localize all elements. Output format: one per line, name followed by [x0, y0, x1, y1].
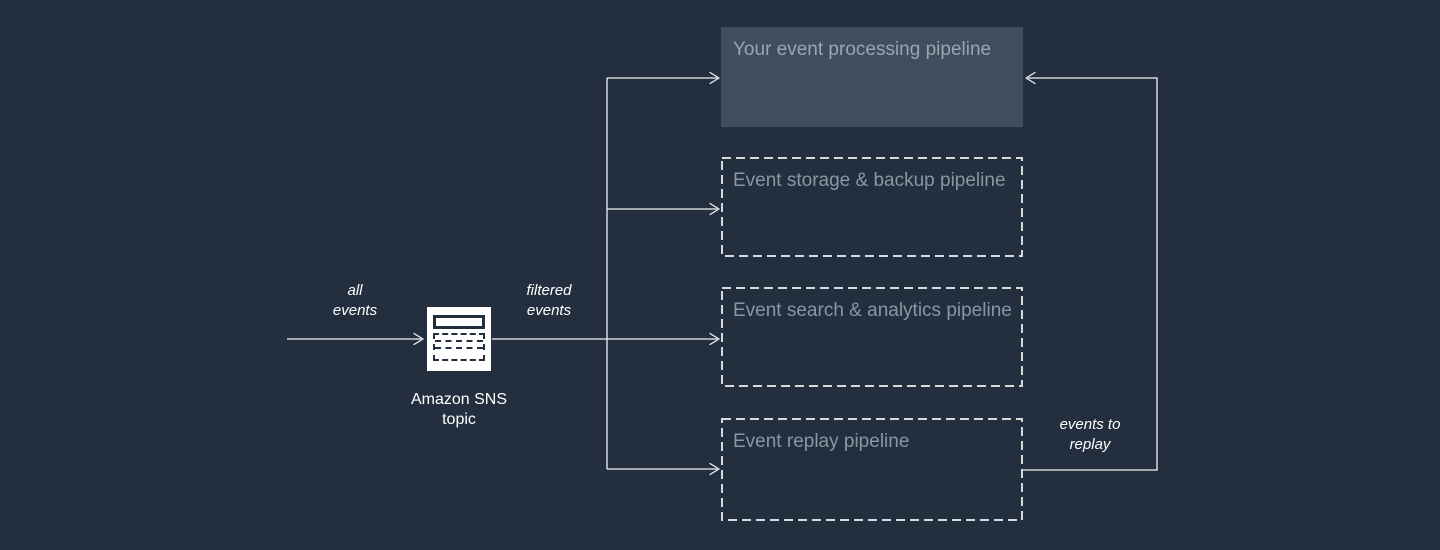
arrowhead-to-processing	[709, 71, 720, 85]
sns-icon-row	[435, 340, 483, 342]
all-events-line1: all	[347, 282, 363, 299]
pipeline-label-processing: Your event processing pipeline	[733, 39, 992, 60]
arrowhead-to-storage	[709, 202, 720, 216]
sns-label-line2: topic	[442, 411, 476, 428]
events-to-replay-line1: events to	[1059, 416, 1121, 433]
arrowhead-replay-return	[1025, 71, 1036, 85]
arrowhead-to-search	[709, 332, 720, 346]
sns-icon-title-bar	[433, 315, 485, 329]
pipeline-outline-storage	[721, 157, 1023, 257]
pipeline-label-storage: Event storage & backup pipeline	[733, 170, 1006, 191]
pipeline-label-replay: Event replay pipeline	[733, 431, 910, 452]
filtered-events-line1: filtered	[526, 282, 572, 299]
sns-icon-subscription-list	[433, 333, 485, 361]
pipeline-outline-replay	[721, 418, 1023, 521]
sns-topic-label: Amazon SNS topic	[389, 390, 529, 430]
connector-replay-return	[1023, 77, 1158, 471]
all-events-label: all events	[305, 281, 405, 321]
filtered-events-line2: events	[526, 302, 572, 319]
sns-topic-icon	[427, 307, 491, 371]
pipeline-label-search: Event search & analytics pipeline	[733, 300, 1012, 321]
arrowhead-to-replay	[709, 462, 720, 476]
filtered-events-label: filtered events	[499, 281, 599, 321]
arrowhead-into-sns	[413, 332, 424, 346]
sns-label-line1: Amazon SNS	[410, 391, 508, 408]
pipeline-outline-search	[721, 287, 1023, 387]
sns-icon-row	[435, 347, 483, 349]
all-events-line2: events	[332, 302, 378, 319]
events-to-replay-line2: replay	[1069, 436, 1111, 453]
events-to-replay-label: events to replay	[1038, 415, 1142, 455]
pipeline-box-processing	[721, 27, 1023, 127]
